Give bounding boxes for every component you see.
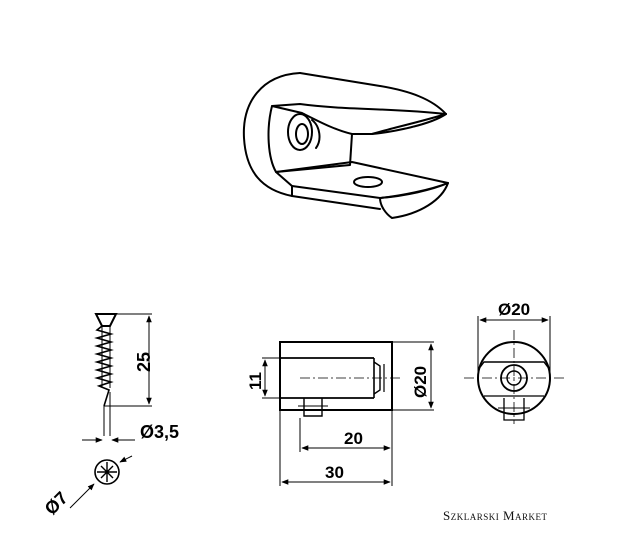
back-hole-outer bbox=[287, 113, 313, 151]
screw-head-top-view bbox=[69, 455, 133, 509]
clamp-body-outline bbox=[242, 72, 381, 210]
lower-plate bbox=[275, 161, 449, 199]
lower-jaw bbox=[379, 182, 449, 219]
screw-view bbox=[82, 313, 152, 443]
screw-diameter-label: Ø3,5 bbox=[140, 422, 179, 442]
screw-length-label: 25 bbox=[134, 352, 154, 372]
head-diameter-label: Ø7 bbox=[41, 488, 72, 519]
slot-depth-label: 20 bbox=[344, 429, 363, 448]
side-height-label: Ø20 bbox=[411, 366, 430, 398]
plate-screw-hole bbox=[353, 176, 383, 188]
clamp-3d-view bbox=[242, 72, 449, 219]
slot-height-label: 11 bbox=[246, 372, 265, 390]
front-diameter-label: Ø20 bbox=[498, 300, 530, 319]
upper-jaw bbox=[271, 103, 447, 135]
clamp-side-view bbox=[262, 341, 434, 486]
screw-thread bbox=[94, 325, 114, 407]
cross-icon bbox=[97, 462, 117, 482]
back-hole-inner bbox=[295, 123, 309, 145]
total-length-label: 30 bbox=[325, 463, 344, 482]
clamp-front-view bbox=[464, 316, 564, 424]
screw-head bbox=[94, 313, 118, 327]
brand-label: Szklarski Market bbox=[443, 508, 548, 523]
clamp-body-top-edge bbox=[299, 72, 447, 115]
